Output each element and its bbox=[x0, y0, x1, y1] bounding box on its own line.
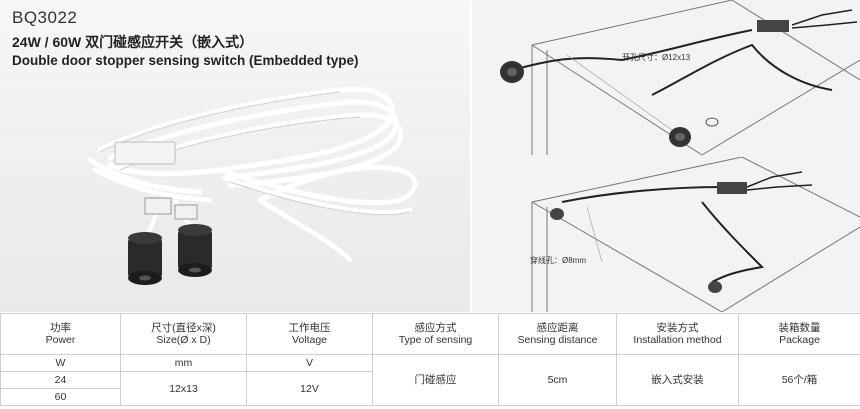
installation-diagrams: 开孔尺寸：Ø12x13 穿线孔：Ø8mm bbox=[472, 0, 860, 313]
table-row: 60 bbox=[0, 388, 860, 406]
model-number: BQ3022 bbox=[12, 8, 78, 27]
product-title-cn: 24W / 60W 双门碰感应开关（嵌入式） bbox=[12, 34, 254, 50]
connector-plug bbox=[144, 197, 172, 215]
cell-sensing-distance: 5cm bbox=[498, 354, 617, 406]
unit-voltage: V bbox=[246, 354, 373, 372]
sensor-left bbox=[128, 232, 162, 285]
table-row: 24 12x13 12V bbox=[0, 371, 860, 406]
connector-plug-2 bbox=[174, 204, 198, 220]
cell-installation: 嵌入式安装 bbox=[616, 354, 739, 406]
cell-sensing-type: 门碰感应 bbox=[372, 354, 499, 406]
table-unit-row: W mm V 门碰感应 5cm 嵌入式安装 56个/箱 bbox=[0, 354, 860, 406]
unit-size: mm bbox=[120, 354, 247, 372]
power-value-24: 24 bbox=[0, 371, 121, 389]
white-cable-coils bbox=[87, 86, 418, 263]
wire-hole-label: 穿线孔：Ø8mm bbox=[530, 256, 586, 265]
installation-diagram-top: 开孔尺寸：Ø12x13 bbox=[472, 0, 860, 156]
cell-size: 12x13 bbox=[120, 371, 247, 406]
power-value-60: 60 bbox=[0, 388, 121, 406]
product-cable-illustration bbox=[87, 86, 418, 285]
sensor-bottom-left bbox=[550, 208, 564, 220]
installation-diagram-bottom: 穿线孔：Ø8mm bbox=[472, 156, 860, 313]
sensor-right bbox=[178, 224, 212, 277]
cell-package: 56个/箱 bbox=[738, 354, 860, 406]
cabinet-diagram-bottom bbox=[531, 156, 860, 313]
driver-box bbox=[114, 141, 176, 165]
unit-power: W bbox=[0, 354, 121, 372]
product-title-en: Double door stopper sensing switch (Embe… bbox=[12, 53, 359, 68]
driver-box-bottom bbox=[717, 182, 747, 194]
driver-box-top bbox=[757, 20, 789, 32]
sensor-bottom-right bbox=[708, 281, 722, 293]
header-size: 尺寸(直径x深)Size(Ø x D) bbox=[120, 313, 247, 355]
product-photo-panel: BQ3022 24W / 60W 双门碰感应开关（嵌入式） Double doo… bbox=[0, 0, 470, 312]
cabinet-diagram-top bbox=[500, 0, 860, 156]
cell-voltage: 12V bbox=[246, 371, 373, 406]
hole-size-label: 开孔尺寸：Ø12x13 bbox=[622, 53, 691, 62]
